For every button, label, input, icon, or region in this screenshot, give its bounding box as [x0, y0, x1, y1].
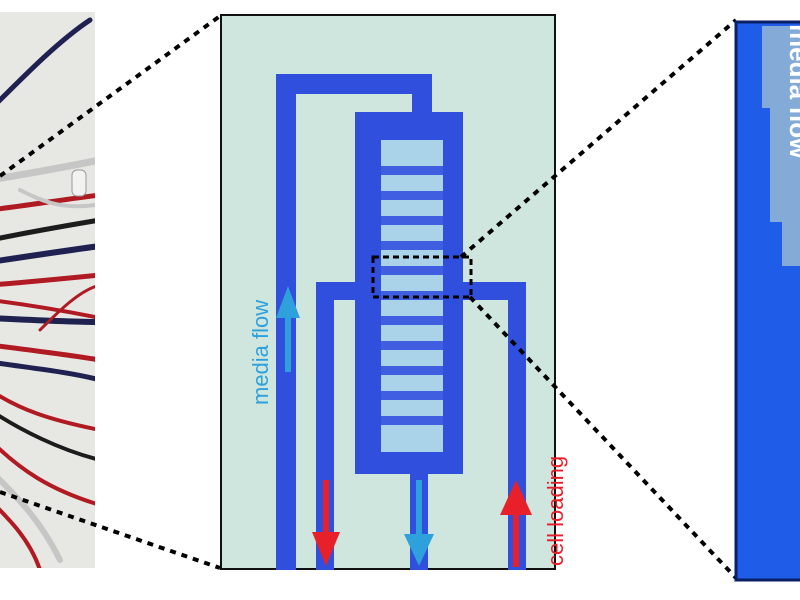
cell-loading-arrow-up — [500, 480, 532, 567]
cell-loading-label: cell loading — [543, 456, 568, 566]
media-flow-label: media flow — [248, 300, 273, 405]
zoom-panel: media flow — [734, 20, 800, 582]
zoom-media-flow-label: media flow — [784, 24, 800, 159]
zoom-box — [371, 255, 473, 299]
chip-micrograph — [220, 14, 556, 570]
zoom-lines-left — [0, 14, 222, 570]
zoom-lines-right — [459, 18, 738, 580]
media-flow-arrow-up — [276, 286, 300, 372]
media-flow-arrow-down — [404, 480, 434, 566]
cell-loading-arrow-down-left — [312, 480, 340, 566]
tubing-photo — [0, 12, 95, 568]
